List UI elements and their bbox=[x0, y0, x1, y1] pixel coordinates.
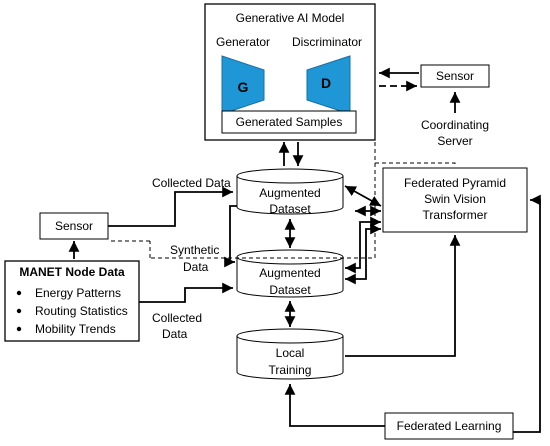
manet-item-routing: Routing Statistics bbox=[35, 304, 128, 318]
arrow-federated-to-local bbox=[284, 384, 385, 427]
genai-title: Generative AI Model bbox=[236, 11, 345, 25]
arrow-synthetic-to-augmented-mid bbox=[224, 205, 237, 268]
sensor-left-box: Sensor bbox=[39, 212, 109, 240]
transformer-line3: Transformer bbox=[423, 208, 488, 222]
manet-item-mobility: Mobility Trends bbox=[35, 322, 116, 336]
arrow-sensor-to-augmented-top bbox=[108, 186, 233, 227]
synthetic-data-line2: Data bbox=[183, 260, 209, 274]
dashed-genai-to-transformer bbox=[374, 100, 456, 166]
arrow-augmented-mid-transformer-2 bbox=[345, 223, 381, 285]
coordinating-server-line2: Server bbox=[437, 134, 472, 148]
arrow-manet-to-augmented-mid bbox=[139, 282, 233, 303]
arrow-local-to-transformer bbox=[345, 235, 461, 357]
coordinating-server-line1: Coordinating bbox=[421, 118, 489, 132]
transformer-line2: Swin Vision bbox=[424, 192, 486, 206]
connectors bbox=[68, 67, 541, 433]
arrow-augmented-top-transformer bbox=[344, 185, 382, 207]
generator-letter: G bbox=[238, 79, 249, 95]
collected-data-top-label: Collected Data bbox=[152, 176, 231, 190]
bullet-icon bbox=[16, 308, 22, 314]
sensor-top-box: Sensor bbox=[420, 64, 490, 88]
arrow-federated-to-transformer bbox=[513, 194, 541, 433]
augmented-top-line2: Dataset bbox=[269, 202, 311, 216]
local-training-line2: Training bbox=[269, 363, 312, 377]
bullet-icon bbox=[16, 290, 22, 296]
sensor-left-label: Sensor bbox=[55, 219, 93, 233]
local-training-line1: Local bbox=[276, 346, 305, 360]
manet-title: MANET Node Data bbox=[19, 265, 125, 279]
collected-data-bottom-line2: Data bbox=[162, 327, 188, 341]
transformer-line1: Federated Pyramid bbox=[404, 176, 506, 190]
generator-label: Generator bbox=[216, 35, 270, 49]
augmented-dataset-mid-cylinder: Augmented Dataset bbox=[236, 249, 344, 298]
discriminator-label: Discriminator bbox=[292, 35, 362, 49]
generator-trapezoid-icon bbox=[221, 55, 265, 115]
augmented-mid-line2: Dataset bbox=[269, 283, 311, 297]
collected-data-bottom-line1: Collected bbox=[152, 311, 202, 325]
bullet-icon bbox=[16, 326, 22, 332]
synthetic-data-line1: Synthetic bbox=[170, 243, 219, 257]
generated-samples-label: Generated Samples bbox=[236, 115, 343, 129]
federated-learning-box: Federated Learning bbox=[384, 412, 514, 440]
manet-node-data-box: MANET Node Data Energy Patterns Routing … bbox=[4, 260, 140, 342]
local-training-cylinder: Local Training bbox=[236, 328, 344, 380]
generative-ai-model-box: Generative AI Model Generator Discrimina… bbox=[204, 3, 376, 141]
federated-learning-label: Federated Learning bbox=[397, 419, 502, 433]
augmented-mid-line1: Augmented bbox=[259, 266, 320, 280]
sensor-top-label: Sensor bbox=[436, 69, 474, 83]
discriminator-letter: D bbox=[321, 75, 331, 91]
manet-item-energy: Energy Patterns bbox=[35, 286, 121, 300]
generated-samples-box bbox=[221, 110, 357, 134]
augmented-top-line1: Augmented bbox=[259, 186, 320, 200]
augmented-dataset-top-cylinder: Augmented Dataset bbox=[236, 168, 344, 216]
federated-transformer-box: Federated Pyramid Swin Vision Transforme… bbox=[382, 167, 528, 233]
